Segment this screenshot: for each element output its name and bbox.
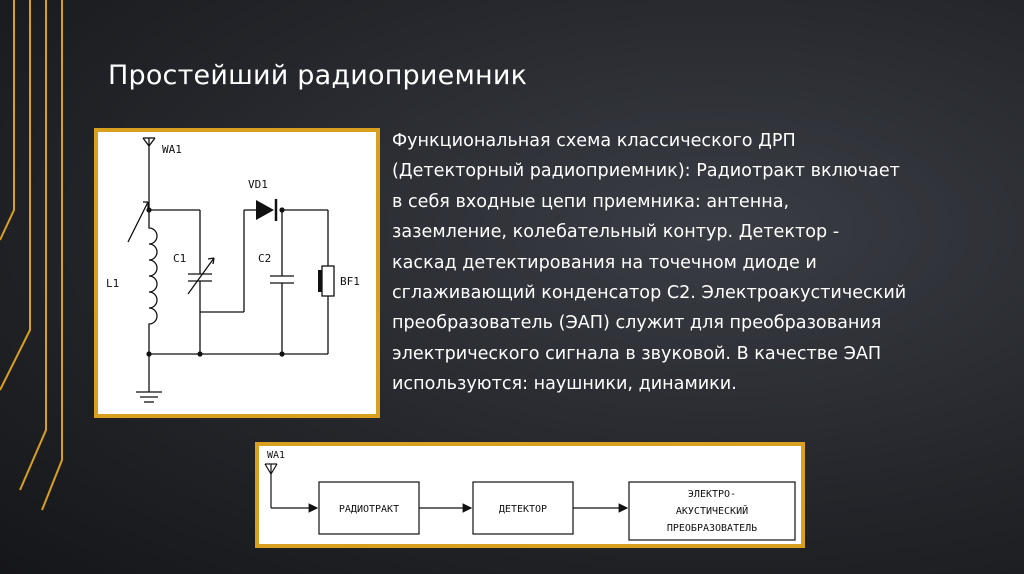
label-capacitor1: C1	[173, 252, 186, 265]
description-line: используются: наушники, динамики.	[392, 374, 737, 395]
description-line: Функциональная схема классического ДРП	[392, 131, 796, 151]
label-capacitor2: C2	[258, 252, 271, 265]
description-line: каскад детектирования на точечном диоде …	[392, 252, 817, 273]
earphone-symbol	[321, 265, 335, 297]
block-label: ЭЛЕКТРО-	[688, 489, 736, 500]
description-line: преобразователь (ЭАП) служит для преобра…	[392, 313, 882, 334]
gold-line-3	[19, 0, 47, 491]
block-label: ДЕТЕКТОР	[499, 504, 547, 515]
description-line: в себя входные цепи приемника: антенна,	[392, 191, 790, 212]
block-detector	[472, 481, 574, 535]
circuit-schematic: WA1 VD1 C1 C2 L1 BF1	[94, 128, 380, 418]
label-antenna: WA1	[162, 143, 182, 156]
description-text: Функциональная схема классического ДРП (…	[392, 126, 1020, 400]
block-diagram-svg: WA1 РАДИОТРАКТ ДЕТЕКТОР ЭЛЕКТРО- АКУСТИЧ…	[264, 450, 796, 541]
label-earphone: BF1	[340, 275, 360, 288]
label-inductor: L1	[106, 277, 119, 290]
gold-line-4	[41, 0, 63, 511]
description-line: заземление, колебательный контур. Детект…	[392, 222, 840, 243]
description-line: электрического сигнала в звуковой. В кач…	[392, 343, 882, 364]
description-line: сглаживающий конденсатор С2. Электроакус…	[392, 283, 907, 304]
decorative-gold-lines	[0, 0, 63, 511]
gold-line-2	[0, 0, 31, 391]
block-diagram: WA1 РАДИОТРАКТ ДЕТЕКТОР ЭЛЕКТРО- АКУСТИЧ…	[255, 442, 805, 548]
label-diode: VD1	[248, 178, 268, 191]
diode-symbol	[256, 200, 274, 220]
block-transducer	[628, 481, 796, 541]
slide-title: Простейший радиоприемник	[108, 60, 528, 91]
block-label: ПРЕОБРАЗОВАТЕЛЬ	[667, 523, 757, 534]
circuit-schematic-svg: WA1 VD1 C1 C2 L1 BF1	[106, 137, 360, 403]
description-line: (Детекторный радиоприемник): Радиотракт …	[392, 161, 900, 182]
block-antenna-label: WA1	[267, 450, 285, 461]
gold-line-1	[0, 0, 15, 241]
block-label: РАДИОТРАКТ	[339, 504, 399, 515]
block-label: АКУСТИЧЕСКИЙ	[676, 504, 748, 517]
